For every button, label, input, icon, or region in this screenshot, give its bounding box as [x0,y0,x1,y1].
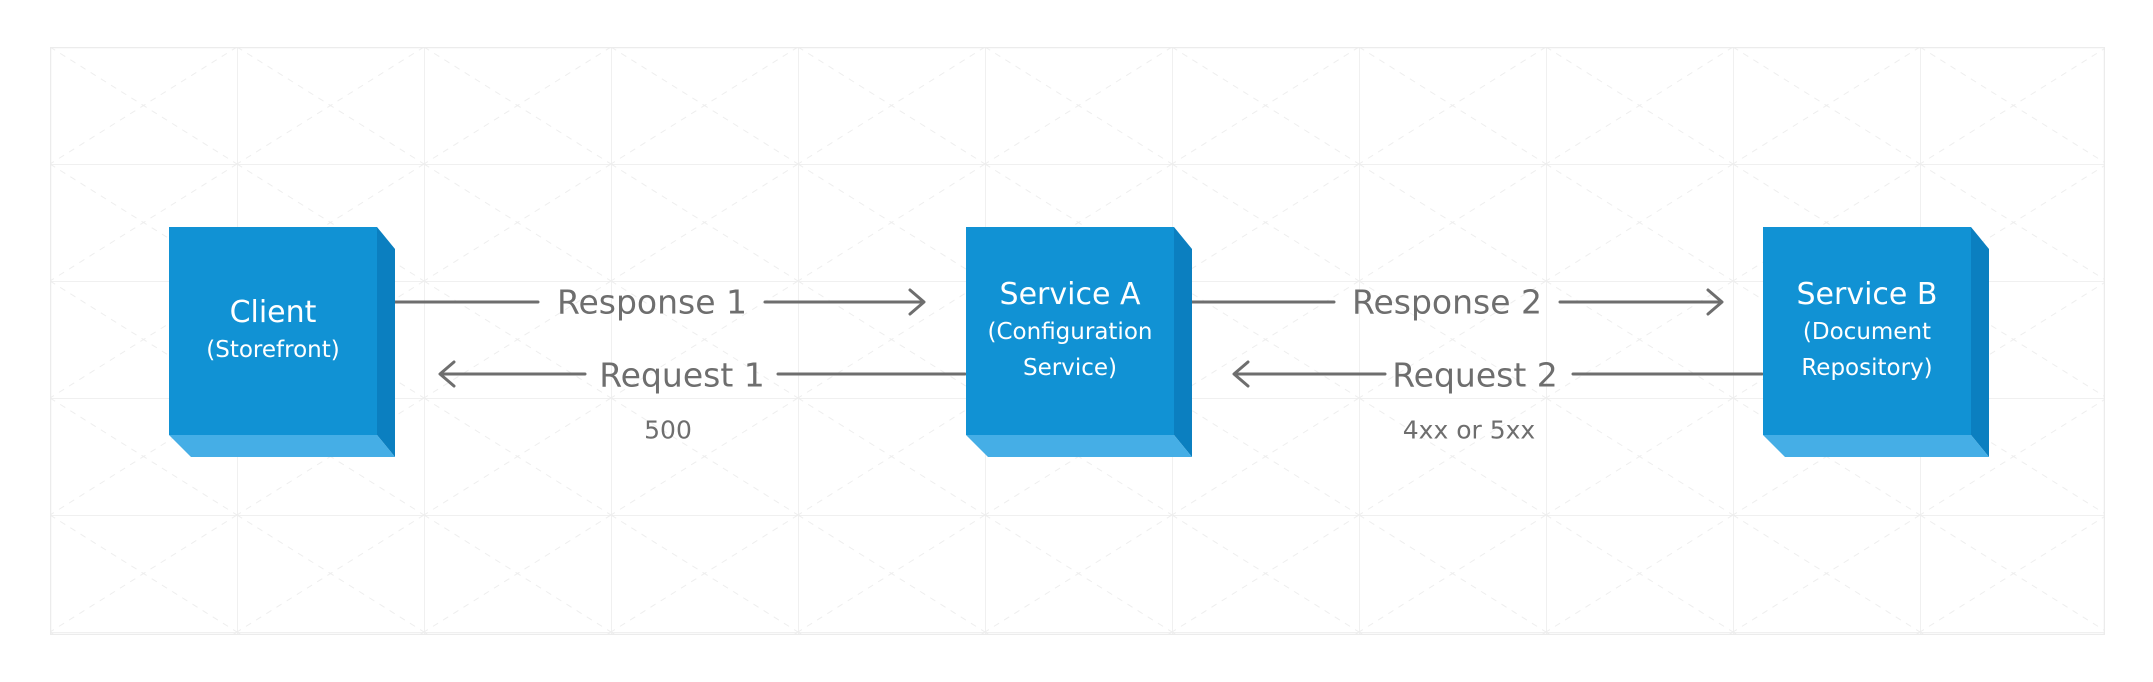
request-2-arrowhead [1232,360,1250,388]
service-b-node-text: Service B (Document Repository) [1763,227,1971,435]
request-2-status: 4xx or 5xx [1402,415,1536,445]
service-a-subtitle: (Configuration Service) [987,319,1153,381]
request-1-label: Request 1 [599,355,765,395]
client-subtitle: (Storefront) [206,337,340,363]
response-2-arrowhead [1706,288,1724,316]
request-2-label: Request 2 [1392,355,1558,395]
client-node: Client (Storefront) [169,227,399,457]
client-title: Client [229,295,317,330]
service-a-cube-shape [966,227,1192,457]
response-2-label: Response 2 [1352,282,1542,322]
request-1-arrowhead [438,360,456,388]
response-1-label: Response 1 [557,282,747,322]
service-b-cube-shape [1763,227,1989,457]
client-node-text: Client (Storefront) [169,227,377,435]
request-1-status: 500 [644,415,692,445]
service-b-title: Service B [1796,277,1938,312]
service-a-title: Service A [999,277,1141,312]
response-1-arrowhead [908,288,926,316]
service-b-subtitle: (Document Repository) [1801,319,1933,381]
service-b-node: Service B (Document Repository) [1763,227,1993,457]
service-a-node-text: Service A (Configuration Service) [966,227,1174,435]
service-a-node: Service A (Configuration Service) [966,227,1196,457]
client-cube-shape [169,227,395,457]
